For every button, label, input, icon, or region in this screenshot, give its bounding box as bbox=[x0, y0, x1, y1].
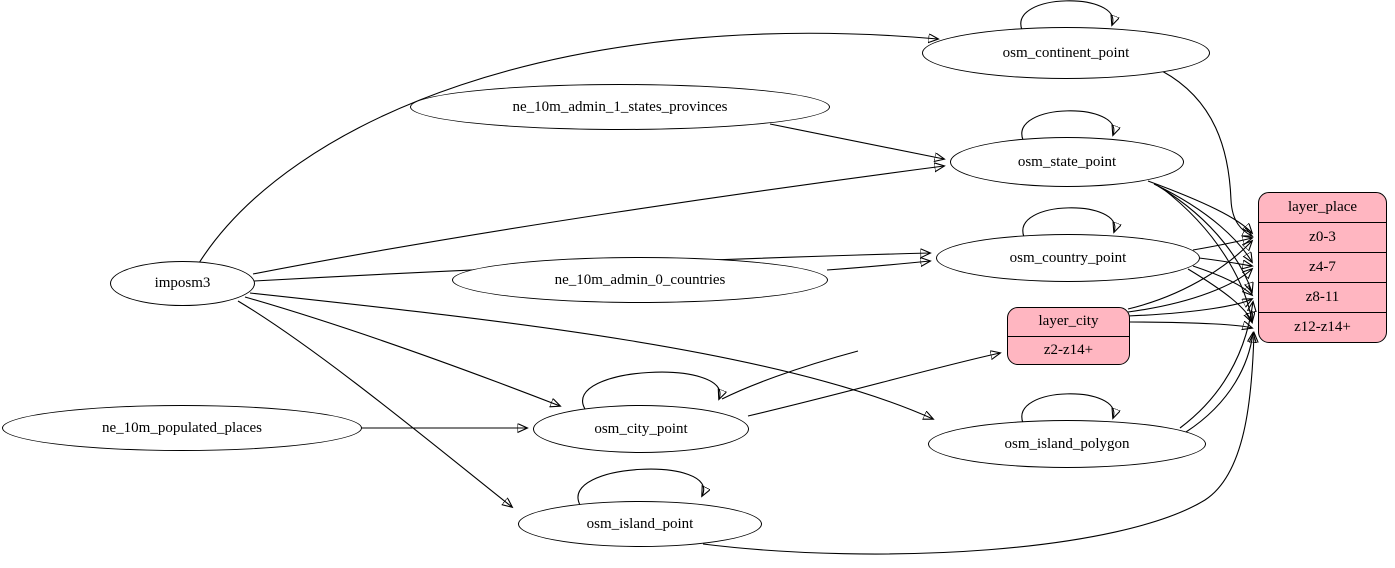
edge-layer-city-to-layer-place-z4-7 bbox=[1127, 269, 1252, 313]
edge-imposm3-to-osm-state-point bbox=[252, 166, 944, 275]
node-imposm3: imposm3 bbox=[110, 261, 255, 306]
node-osm-continent-point: osm_continent_point bbox=[922, 27, 1210, 79]
edge-layer-city-to-layer-place-z8-11 bbox=[1127, 299, 1252, 317]
node-osm-country-point: osm_country_point bbox=[936, 234, 1200, 282]
edge-imposm3-to-osm-island-polygon bbox=[249, 292, 933, 419]
node-osm-state-point: osm_state_point bbox=[950, 137, 1184, 187]
node-osm-island-polygon: osm_island_polygon bbox=[928, 420, 1206, 468]
edge-osm-state-point-to-osm-state-point bbox=[1021, 110, 1114, 141]
node-ne-10m-populated-places: ne_10m_populated_places bbox=[2, 405, 362, 451]
edge-osm-state-point-to-layer-place-z4-7 bbox=[1153, 183, 1252, 262]
node-osm-continent-point-label: osm_continent_point bbox=[1002, 44, 1130, 61]
edge-osm-city-point-to-osm-city-point bbox=[582, 371, 720, 410]
node-ne-10m-admin-0-countries-label: ne_10m_admin_0_countries bbox=[554, 271, 726, 288]
edge-osm-continent-point-to-osm-continent-point bbox=[1020, 0, 1113, 31]
edge-layer-city-to-layer-place-z0-3 bbox=[1127, 241, 1252, 310]
node-imposm3-label: imposm3 bbox=[154, 275, 211, 291]
record-layer-city-title: layer_city bbox=[1038, 313, 1099, 330]
edge-osm-city-point-to-layer-city-z2-z14- bbox=[747, 353, 1000, 417]
record-layer-city: layer_city z2-z14+ bbox=[1007, 307, 1130, 365]
node-osm-island-point: osm_island_point bbox=[518, 501, 762, 547]
edge-osm-city-point-to-osm-city-point bbox=[721, 350, 859, 400]
record-layer-place: layer_place z0-3 z4-7 z8-11 z12-z14+ bbox=[1258, 192, 1387, 343]
record-layer-place-row-z4-7: z4-7 bbox=[1259, 252, 1386, 282]
edge-osm-island-point-to-osm-island-point bbox=[577, 468, 704, 506]
edge-osm-continent-point-to-layer-place-z0-3 bbox=[1161, 70, 1252, 236]
node-osm-city-point-label: osm_city_point bbox=[594, 420, 688, 437]
record-layer-city-row-z2-z14: z2-z14+ bbox=[1008, 335, 1129, 365]
edge-osm-island-point-to-layer-place-z12-z14- bbox=[702, 333, 1254, 555]
edge-osm-island-polygon-to-osm-island-polygon bbox=[1021, 393, 1114, 424]
node-ne-10m-admin-1-states-provinces-label: ne_10m_admin_1_states_provinces bbox=[512, 98, 728, 115]
edge-osm-state-point-to-layer-place-z0-3 bbox=[1147, 180, 1252, 233]
node-ne-10m-admin-1-states-provinces: ne_10m_admin_1_states_provinces bbox=[410, 84, 830, 130]
edge-osm-state-point-to-layer-place-z8-11 bbox=[1157, 185, 1252, 292]
node-osm-city-point: osm_city_point bbox=[533, 405, 749, 453]
record-layer-place-row-z8-11: z8-11 bbox=[1259, 282, 1386, 312]
node-osm-island-point-label: osm_island_point bbox=[586, 515, 694, 532]
record-layer-place-row-z0-3: z0-3 bbox=[1259, 222, 1386, 252]
edge-osm-island-polygon-to-layer-place-z8-11 bbox=[1179, 302, 1253, 429]
record-layer-place-title: layer_place bbox=[1287, 199, 1358, 215]
node-ne-10m-admin-0-countries: ne_10m_admin_0_countries bbox=[452, 257, 828, 303]
edge-osm-country-point-to-layer-place-z4-7 bbox=[1198, 257, 1252, 266]
edge-ne-10m-admin-1-states-provinces-to-osm-state-point bbox=[769, 123, 944, 159]
record-layer-place-row-z12-z14: z12-z14+ bbox=[1259, 312, 1386, 342]
edge-imposm3-to-osm-continent-point bbox=[198, 32, 938, 264]
edge-osm-country-point-to-layer-place-z0-3 bbox=[1192, 238, 1252, 251]
edge-ne-10m-admin-0-countries-to-osm-country-point bbox=[826, 261, 930, 271]
edge-osm-country-point-to-osm-country-point bbox=[1022, 207, 1115, 238]
edge-osm-island-polygon-to-layer-place-z12-z14- bbox=[1185, 333, 1253, 433]
edge-imposm3-to-osm-city-point bbox=[244, 296, 560, 406]
node-osm-state-point-label: osm_state_point bbox=[1017, 153, 1117, 170]
node-osm-island-polygon-label: osm_island_polygon bbox=[1004, 435, 1130, 452]
edge-layer-city-to-layer-place-z12-z14- bbox=[1129, 322, 1252, 328]
edge-imposm3-to-osm-island-point bbox=[237, 300, 512, 507]
node-osm-country-point-label: osm_country_point bbox=[1009, 249, 1127, 266]
edge-osm-country-point-to-layer-place-z8-11 bbox=[1192, 265, 1252, 295]
node-ne-10m-populated-places-label: ne_10m_populated_places bbox=[102, 419, 262, 436]
